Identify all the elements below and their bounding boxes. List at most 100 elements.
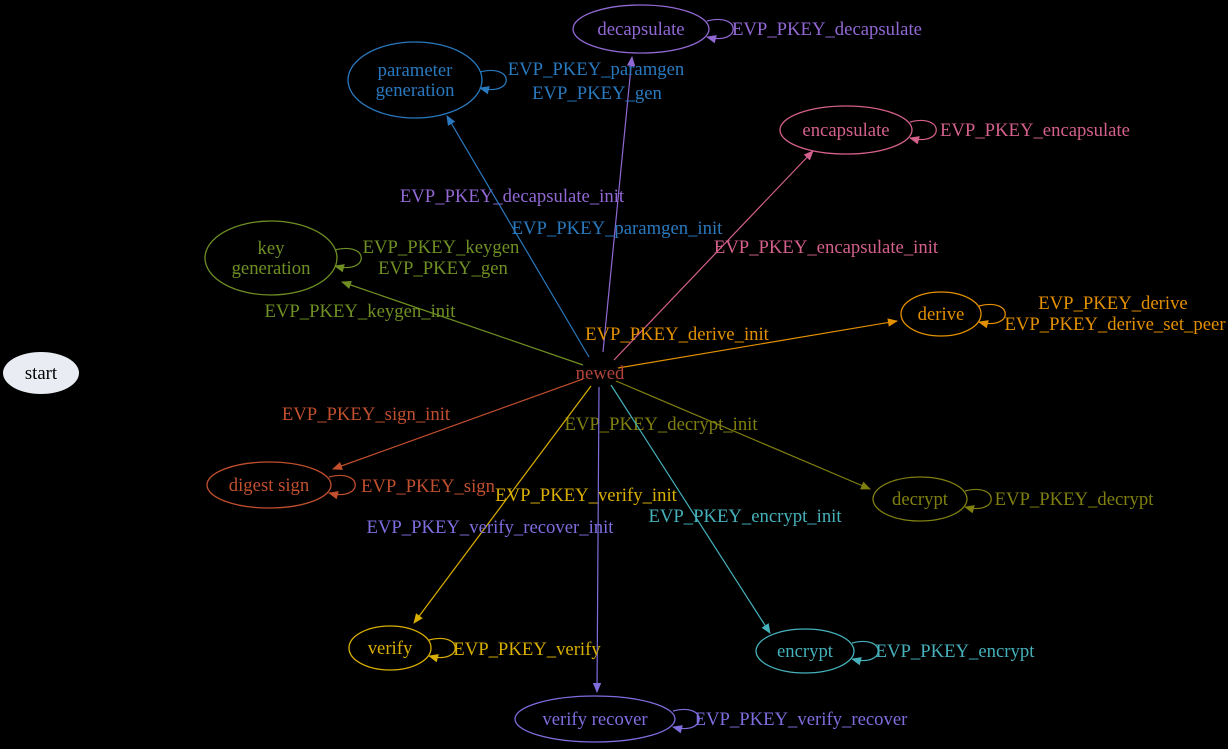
state-ellipse (900, 291, 982, 337)
self-loop-encrypt: EVP_PKEY_encrypt (851, 640, 1036, 666)
state-label: digest sign (229, 475, 310, 496)
transition-line (615, 380, 871, 490)
state-label: start (25, 363, 58, 384)
self-loop-arc (334, 247, 362, 273)
self-loop-arc (909, 119, 937, 145)
self-loop-decrypt: EVP_PKEY_decrypt (964, 488, 1155, 514)
self-loop-label: EVP_PKEY_sign (361, 476, 496, 497)
self-loop-label: EVP_PKEY_gen (378, 258, 508, 279)
self-loop-arc (706, 18, 734, 44)
transition-newed-to-digest-sign: EVP_PKEY_sign_init (282, 378, 584, 470)
self-loop-label: EVP_PKEY_verify_recover (695, 709, 909, 730)
state-ellipse (755, 628, 855, 674)
transition-newed-to-decapsulate: EVP_PKEY_decapsulate_init (400, 56, 636, 353)
self-loop-arc (479, 69, 507, 95)
transition-line (613, 150, 814, 361)
self-loop-label: EVP_PKEY_derive_set_peer (1004, 314, 1226, 335)
state-node-digest-sign: digest sign (206, 461, 332, 509)
state-node-decapsulate: decapsulate (572, 4, 710, 54)
state-ellipse (348, 625, 432, 671)
self-loop-label: EVP_PKEY_decrypt (995, 489, 1155, 510)
state-node-verify-recover: verify recover (514, 695, 676, 743)
self-loop-verify: EVP_PKEY_verify (428, 637, 601, 663)
transition-newed-to-parameter-generation: EVP_PKEY_paramgen_init (446, 115, 724, 358)
state-label: decrypt (892, 489, 949, 510)
transition-label: EVP_PKEY_encapsulate_init (714, 237, 939, 258)
self-loop-arc (978, 303, 1006, 329)
state-ellipse (3, 352, 79, 394)
self-loop-arc (672, 708, 700, 734)
state-node-derive: derive (900, 291, 982, 337)
state-label: key (258, 238, 286, 259)
self-loop-decapsulate: EVP_PKEY_decapsulate (706, 18, 922, 44)
state-label: generation (376, 80, 456, 101)
state-node-verify: verify (348, 625, 432, 671)
state-ellipse (872, 476, 968, 522)
state-node-encapsulate: encapsulate (779, 105, 913, 155)
state-label: encrypt (777, 641, 834, 662)
state-label: newed (576, 363, 625, 384)
transition-newed-to-encrypt: EVP_PKEY_encrypt_init (610, 384, 842, 634)
state-label: parameter (378, 60, 453, 81)
state-ellipse (572, 4, 710, 54)
transition-newed-to-encapsulate: EVP_PKEY_encapsulate_init (613, 150, 939, 361)
state-label: decapsulate (597, 19, 684, 40)
self-loop-label: EVP_PKEY_verify (453, 639, 601, 660)
state-node-decrypt: decrypt (872, 476, 968, 522)
self-loop-arc (328, 474, 356, 500)
state-node-encrypt: encrypt (755, 628, 855, 674)
transition-label: EVP_PKEY_decapsulate_init (400, 186, 625, 207)
transition-label: EVP_PKEY_verify_init (495, 485, 677, 506)
state-label: generation (232, 258, 312, 279)
transition-line (332, 378, 584, 470)
transition-label: EVP_PKEY_paramgen_init (512, 218, 724, 239)
transition-line (446, 115, 590, 358)
transition-newed-to-key-generation: EVP_PKEY_keygen_init (264, 280, 584, 366)
self-loop-label: EVP_PKEY_paramgen (508, 59, 685, 80)
transition-line (610, 384, 771, 634)
state-ellipse (206, 461, 332, 509)
self-loop-verify-recover: EVP_PKEY_verify_recover (672, 708, 909, 734)
self-loop-label: EVP_PKEY_gen (532, 83, 662, 104)
transition-newed-to-verify: EVP_PKEY_verify_init (413, 385, 678, 624)
self-loop-label: EVP_PKEY_encapsulate (940, 120, 1130, 141)
transition-newed-to-derive: EVP_PKEY_derive_init (585, 318, 898, 369)
self-loop-arc (964, 488, 992, 514)
transition-label: EVP_PKEY_sign_init (282, 404, 451, 425)
transition-label: EVP_PKEY_verify_recover_init (366, 517, 614, 538)
transition-line (617, 318, 898, 369)
self-loop-label: EVP_PKEY_encrypt (876, 641, 1036, 662)
state-node-start: start (3, 352, 79, 394)
self-loop-encapsulate: EVP_PKEY_encapsulate (909, 119, 1130, 145)
self-loop-label: EVP_PKEY_derive (1038, 293, 1187, 314)
state-label: verify (368, 638, 413, 659)
transition-line (341, 280, 584, 366)
transition-line (413, 385, 592, 624)
state-node-newed: newed (576, 363, 625, 384)
transition-newed-to-decrypt: EVP_PKEY_decrypt_init (564, 380, 871, 490)
transition-label: EVP_PKEY_derive_init (585, 324, 770, 345)
self-loop-digest-sign: EVP_PKEY_sign (328, 474, 496, 500)
state-ellipse (347, 41, 483, 119)
transition-newed-to-verify-recover: EVP_PKEY_verify_recover_init (366, 386, 614, 693)
self-loop-arc (428, 637, 456, 663)
state-ellipse (514, 695, 676, 743)
transition-label: EVP_PKEY_keygen_init (264, 301, 456, 322)
self-loop-label: EVP_PKEY_decapsulate (732, 19, 922, 40)
self-loop-label: EVP_PKEY_keygen (363, 237, 520, 258)
state-label: encapsulate (802, 120, 889, 141)
transition-label: EVP_PKEY_decrypt_init (564, 414, 758, 435)
transition-line (602, 56, 636, 353)
self-loop-arc (851, 640, 879, 666)
state-label: verify recover (542, 709, 648, 730)
state-label: derive (918, 304, 965, 325)
state-ellipse (204, 220, 338, 296)
transition-line (592, 386, 602, 693)
